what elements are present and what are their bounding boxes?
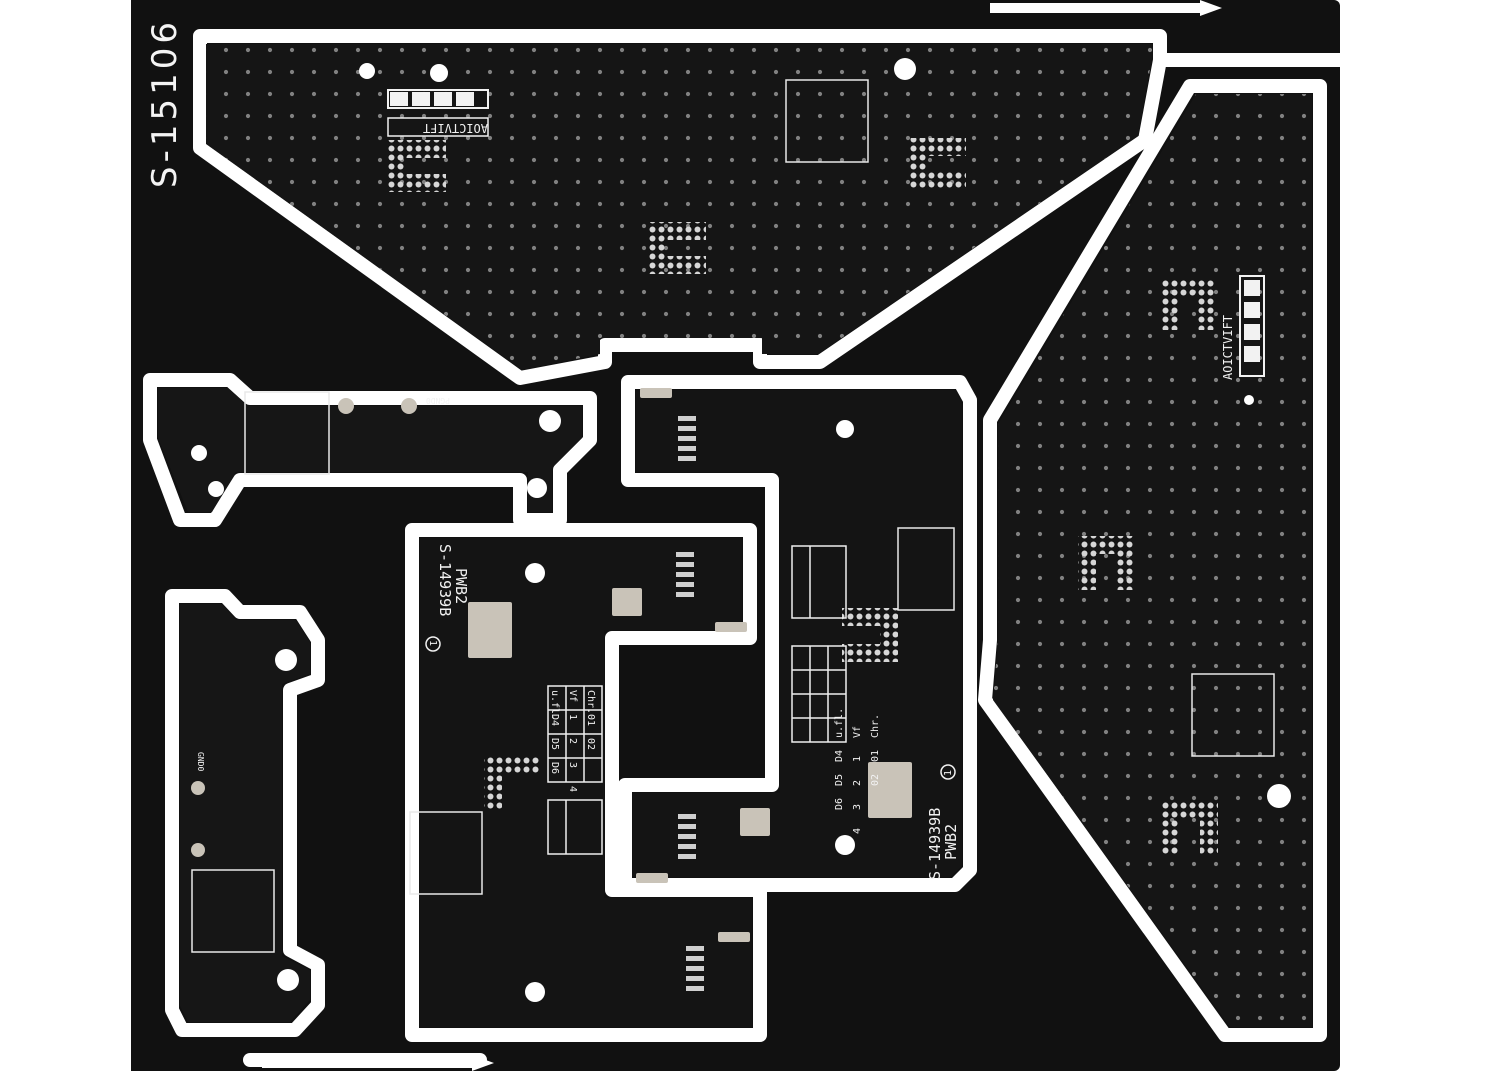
board-left-circle-mark: 1: [427, 640, 438, 646]
board-right-table-cell: 4: [852, 828, 863, 834]
top-left-strip-board: [158, 388, 582, 512]
board-right-table-cell: 2: [852, 780, 863, 786]
board-right-pcb: [633, 390, 962, 877]
board-right-table: [791, 545, 847, 743]
board-right-table-cell: 1: [852, 756, 863, 762]
smd-pads: [676, 416, 704, 991]
board-top-strip-label: PGND0: [426, 396, 450, 405]
board-left-table-cell: 3: [567, 762, 578, 768]
via-array-blocks: [388, 138, 1218, 856]
board-right-circle-mark: 1: [943, 770, 954, 776]
board-small-label: GND0: [196, 752, 205, 771]
board-right-table-cell: 3: [852, 804, 863, 810]
board-left-table-cell: 02: [585, 738, 596, 750]
board-left-table-cell: 2: [567, 738, 578, 744]
board-left-table-cell: 4: [567, 786, 578, 792]
board-left-revision: PWB2: [452, 568, 470, 604]
board-right-table-cell: Vf: [852, 726, 863, 738]
board-right-part-number: S-14939B: [926, 808, 944, 880]
test-coupon-right-label: AOICTVIFT: [1221, 315, 1235, 380]
board-right-table-cell: 02: [870, 774, 881, 786]
board-left-table-cell: u.fl.: [549, 690, 560, 720]
board-left-part-number: S-14939B: [436, 544, 454, 616]
gold-pads: [191, 388, 912, 942]
board-right-table-cell: Chr.: [870, 714, 881, 738]
board-right-table-cell: u.fl.: [834, 708, 845, 738]
board-right-table-cell: D4: [834, 750, 845, 762]
test-coupon-right: AOICTVIFT: [1221, 275, 1265, 380]
board-left-table-cell: Vf: [567, 690, 578, 702]
panel-direction-arrows: [262, 0, 1222, 1071]
board-right-table-cell: D5: [834, 774, 845, 786]
board-left-table-cell: D6: [549, 762, 560, 774]
test-coupon-top: AOICTVIFT: [387, 89, 489, 137]
left-small-board: [180, 604, 310, 1022]
mounting-holes: [191, 58, 1291, 1002]
board-left-table-cell: D4: [549, 714, 560, 726]
board-right-table-cell: 01: [870, 750, 881, 762]
board-right-revision: PWB2: [942, 824, 960, 860]
silkscreen-outlines: [191, 79, 1275, 953]
board-left-table: [547, 685, 603, 855]
board-left-table-cell: Chr.: [585, 690, 596, 714]
board-right-table-cell: D6: [834, 798, 845, 810]
board-left-table-cell: D5: [549, 738, 560, 750]
panel-id-label: S-15106: [145, 18, 185, 188]
board-left-table-cell: 1: [567, 714, 578, 720]
test-coupon-top-label: AOICTVIFT: [423, 121, 488, 135]
board-left-table-cell: 01: [585, 714, 596, 726]
